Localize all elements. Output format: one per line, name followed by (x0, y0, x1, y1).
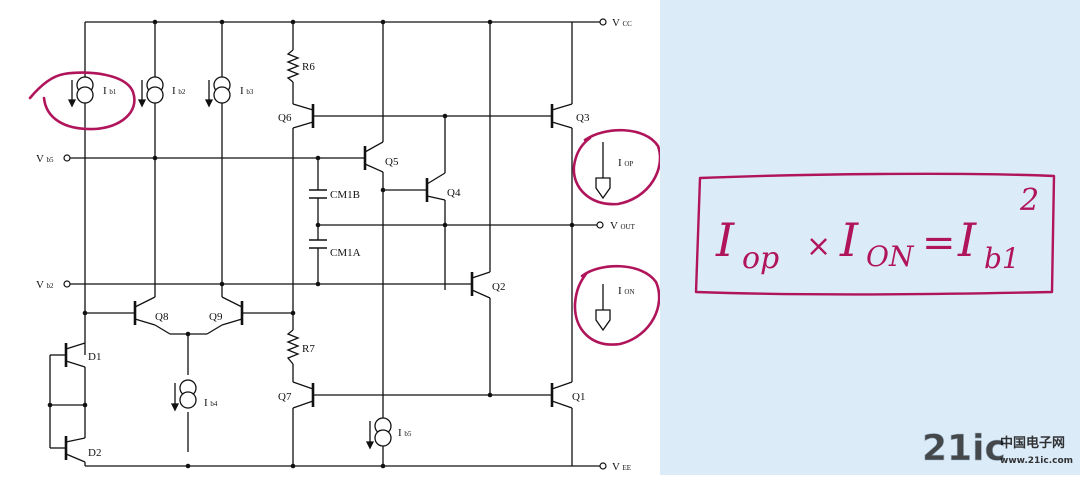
terminal-vcc (599, 18, 607, 26)
watermark-brand: 21ic (922, 428, 1006, 469)
annotation-circle-ib1 (28, 71, 136, 131)
current-probe-ion (595, 284, 611, 332)
equation-term1-sub: op (742, 241, 779, 276)
schematic-svg: V CC V EE V OUT V b5 V b2 I b1 I b2 I b3… (28, 17, 662, 473)
label-q1: Q1 (572, 391, 585, 403)
annotation-circle-iop (572, 128, 662, 206)
label-vout: V OUT (610, 220, 636, 232)
label-q4: Q4 (447, 187, 461, 199)
watermark: 21ic 中国电子网 www.21ic.com (922, 428, 1073, 470)
transistor-q2 (470, 271, 491, 299)
label-q8: Q8 (155, 311, 169, 323)
transistor-q9 (221, 296, 244, 326)
handwritten-note-panel: I op × I ON = I b1 2 21ic 中国电子网 www.21ic… (660, 0, 1080, 475)
junction-dots (47, 19, 575, 469)
terminal-vb5 (63, 154, 71, 162)
diode-d1 (50, 342, 86, 368)
label-cm1b: CM1B (330, 189, 360, 201)
current-source-ib3 (204, 76, 231, 108)
transistor-q6 (292, 103, 315, 129)
resistor-r6 (286, 49, 300, 83)
transistor-q1 (550, 381, 573, 409)
current-source-ib2 (137, 76, 164, 108)
current-source-ib1 (67, 76, 94, 108)
label-d1: D1 (88, 351, 101, 363)
capacitor-cm1b (309, 189, 327, 199)
label-r7: R7 (302, 343, 315, 355)
label-q2: Q2 (492, 281, 505, 293)
equation-box (694, 172, 1056, 296)
label-vb5: V b5 (36, 153, 54, 165)
label-vcc: V CC (612, 17, 632, 29)
equation-equals: = (922, 220, 956, 266)
terminal-vee (599, 462, 607, 470)
equation-term2-sub: ON (866, 240, 915, 273)
annotation-circle-ion (573, 264, 661, 346)
resistor-r7 (286, 329, 300, 365)
label-cm1a: CM1A (330, 247, 361, 259)
transistor-q4 (425, 172, 446, 202)
label-vb2: V b2 (36, 279, 54, 291)
label-r6: R6 (302, 61, 315, 73)
equation-text: I op × I ON = I b1 2 (715, 183, 1039, 276)
equation-times: × (806, 229, 831, 264)
label-iop: I OP (618, 157, 633, 169)
annotation-circles (28, 71, 662, 346)
label-q5: Q5 (385, 156, 399, 168)
equation-term2: I (839, 213, 859, 267)
capacitor-cm1a (309, 239, 327, 249)
equation-term3-sub: b1 (984, 242, 1020, 275)
label-ib4: I b4 (204, 397, 218, 409)
transistor-q3 (550, 103, 573, 129)
terminal-vb2 (63, 280, 71, 288)
label-ib5: I b5 (398, 427, 412, 439)
label-ib2: I b2 (172, 85, 186, 97)
transistor-q5 (363, 141, 384, 173)
equation-term1: I (715, 213, 735, 267)
note-svg: I op × I ON = I b1 2 21ic 中国电子网 www.21ic… (694, 172, 1073, 470)
label-d2: D2 (88, 447, 101, 459)
current-source-ib4 (170, 379, 197, 412)
watermark-cn: 中国电子网 (1000, 435, 1065, 451)
label-q6: Q6 (278, 112, 292, 124)
label-vee: V EE (612, 461, 631, 473)
diode-d2 (50, 436, 86, 463)
label-q7: Q7 (278, 391, 292, 403)
current-source-ib5 (365, 417, 392, 450)
equation-term3: I (957, 213, 977, 267)
watermark-url: www.21ic.com (1000, 456, 1073, 466)
label-ib1: I b1 (103, 85, 117, 97)
label-ion: I ON (618, 285, 635, 297)
equation-exponent: 2 (1019, 183, 1039, 218)
transistor-q8 (133, 296, 156, 326)
label-q3: Q3 (576, 112, 590, 124)
current-probe-iop (595, 142, 611, 200)
transistor-q7 (292, 381, 315, 409)
circuit-schematic: V CC V EE V OUT V b5 V b2 I b1 I b2 I b3… (28, 17, 662, 473)
label-q9: Q9 (209, 311, 223, 323)
label-ib3: I b3 (240, 85, 254, 97)
terminal-vout (596, 221, 604, 229)
